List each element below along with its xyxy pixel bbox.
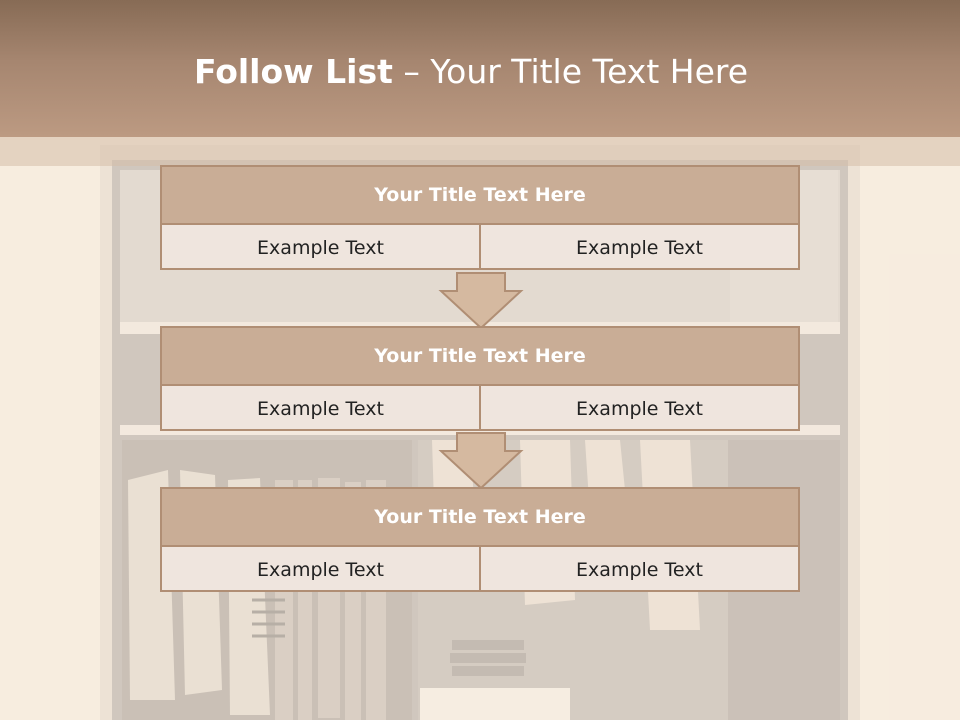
list-block-3[interactable]: Your Title Text Here Example Text Exampl…	[160, 487, 800, 592]
block-title[interactable]: Your Title Text Here	[162, 328, 798, 386]
list-block-1[interactable]: Your Title Text Here Example Text Exampl…	[160, 165, 800, 270]
block-cell-right[interactable]: Example Text	[479, 225, 798, 270]
down-arrow-icon	[438, 272, 524, 330]
block-cell-right[interactable]: Example Text	[479, 386, 798, 431]
title-banner	[0, 0, 960, 137]
block-cell-left[interactable]: Example Text	[257, 236, 384, 259]
block-row: Example Text Example Text	[162, 547, 798, 592]
block-title[interactable]: Your Title Text Here	[162, 167, 798, 225]
slide-title[interactable]: Follow List – Your Title Text Here	[0, 52, 942, 91]
block-cell-left[interactable]: Example Text	[257, 558, 384, 581]
block-row: Example Text Example Text	[162, 386, 798, 431]
banner-strip	[0, 137, 960, 166]
slide-title-bold: Follow List	[193, 52, 393, 91]
list-block-2[interactable]: Your Title Text Here Example Text Exampl…	[160, 326, 800, 431]
slide-title-rest: – Your Title Text Here	[392, 52, 749, 91]
block-cell-left[interactable]: Example Text	[257, 397, 384, 420]
block-row: Example Text Example Text	[162, 225, 798, 270]
block-cell-right[interactable]: Example Text	[479, 547, 798, 592]
block-title[interactable]: Your Title Text Here	[162, 489, 798, 547]
down-arrow-icon	[438, 432, 524, 490]
